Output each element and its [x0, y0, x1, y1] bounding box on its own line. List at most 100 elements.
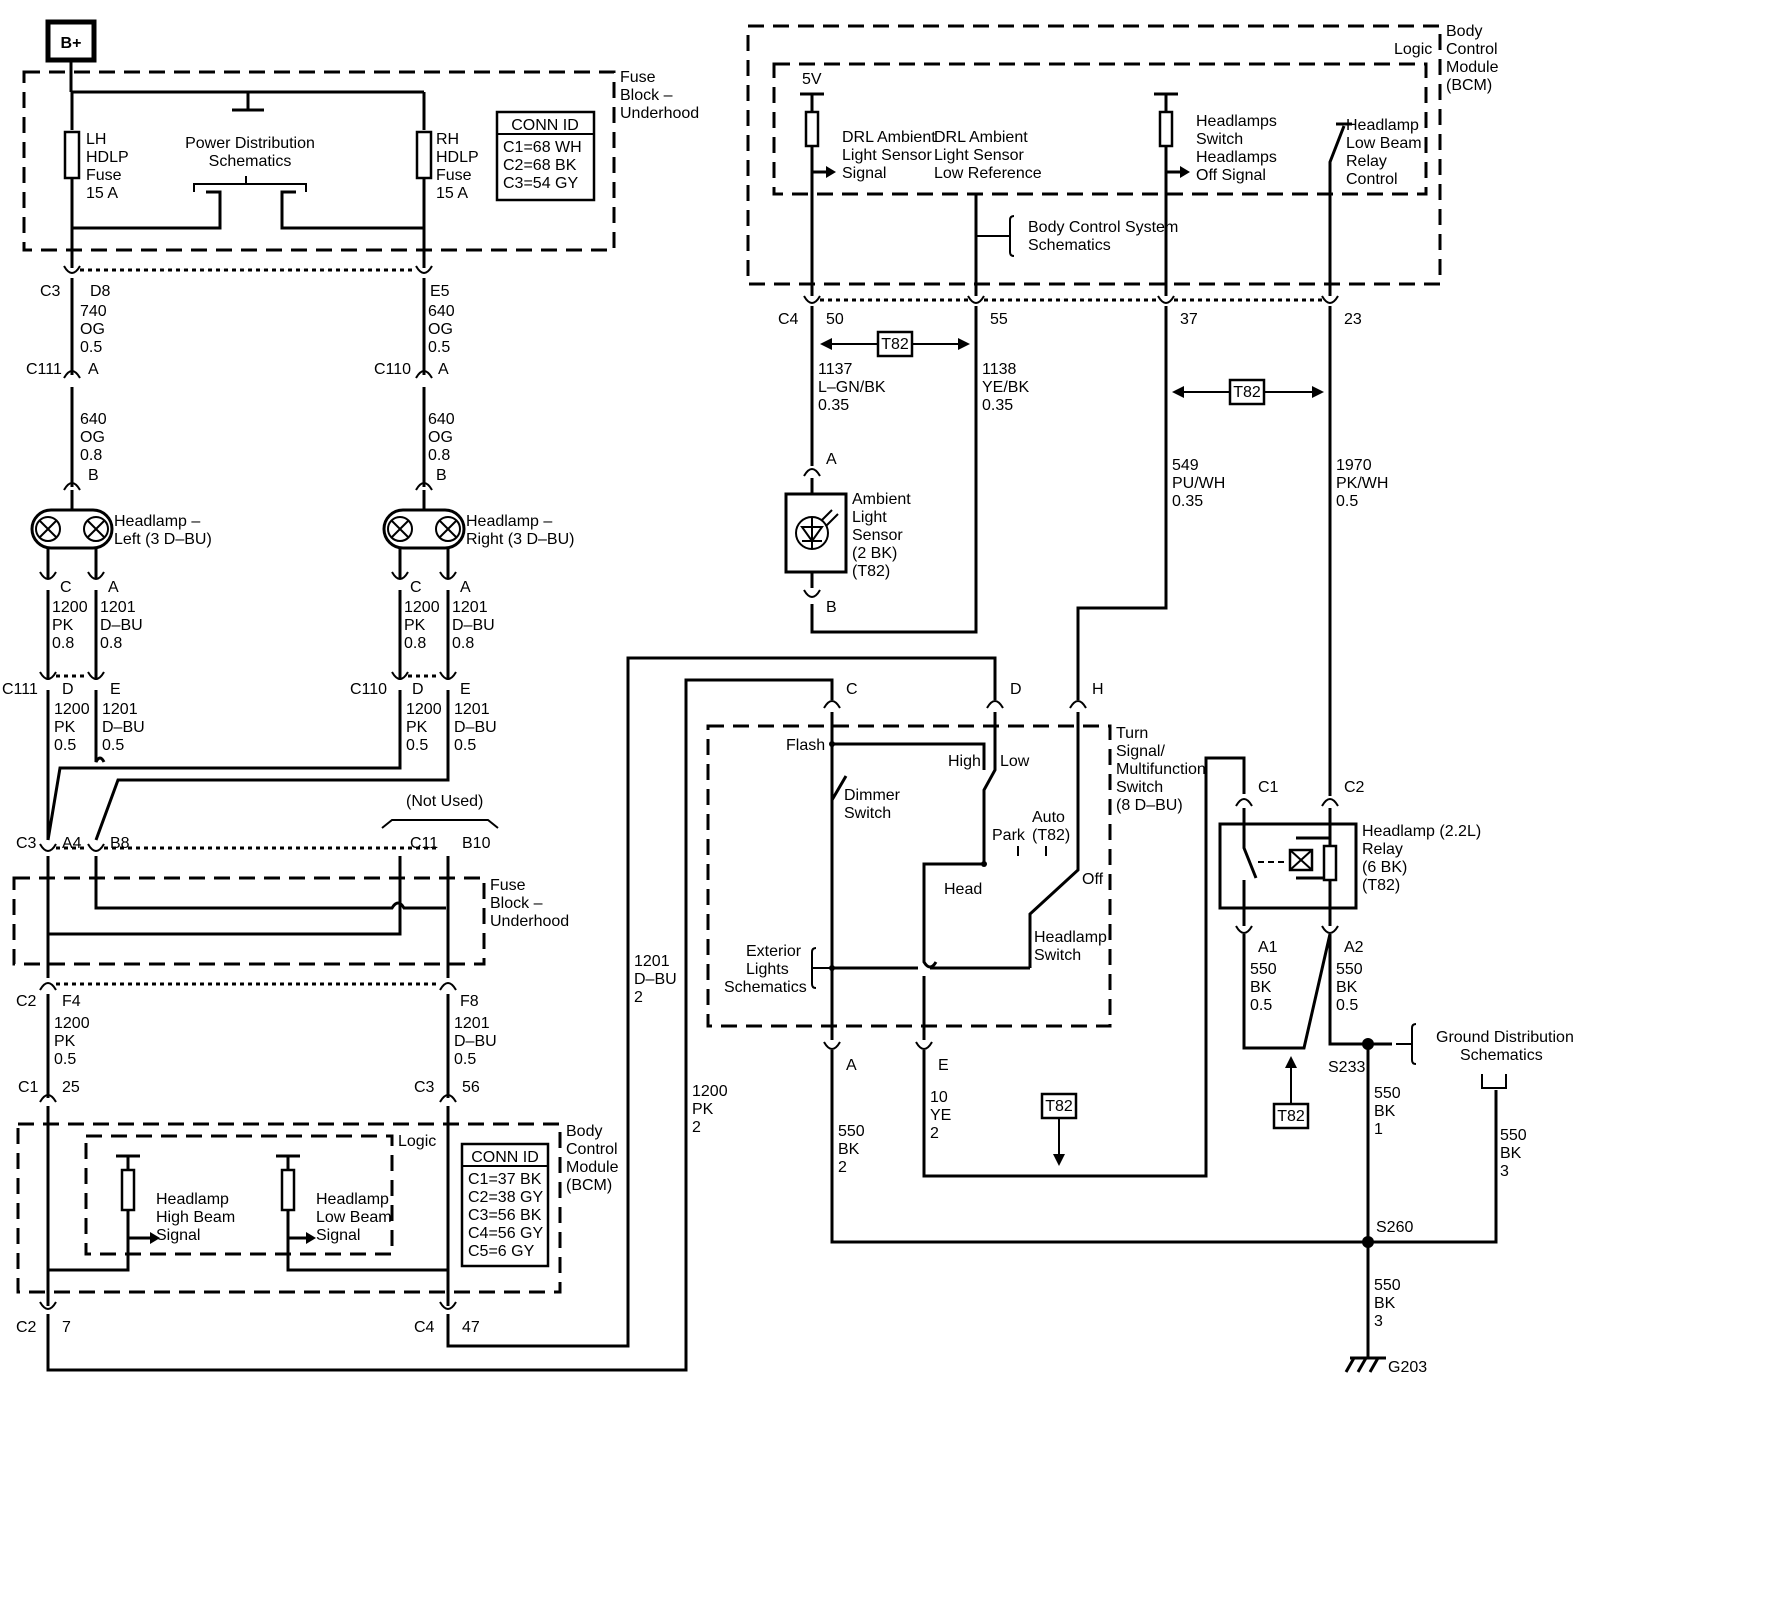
bplus-label: B+ [61, 35, 82, 52]
diagram-text: 1137 [818, 361, 853, 378]
diagram-text: DRL Ambient [842, 129, 936, 146]
c111b-label: C111 [2, 681, 38, 698]
switch-pin-e: E [938, 1057, 949, 1074]
ambient-pin-b: B [826, 599, 837, 616]
diagram-text: 549 [1172, 457, 1199, 474]
diagram-text: 0.5 [102, 737, 124, 754]
diagram-text: Headlamp [316, 1191, 389, 1208]
left-pin-c: C [60, 579, 72, 596]
diagram-text: Switch [1116, 779, 1163, 796]
relay-ground-wires [1242, 933, 1368, 1050]
bcm-left-logic-label: Logic [398, 1133, 436, 1150]
dimmer-switch-contacts [829, 712, 997, 864]
left-wire-1200b-label: 1200 PK 0.5 [54, 701, 90, 754]
diagram-text: Left (3 D–BU) [114, 531, 212, 548]
bcm-left-label: Body Control Module (BCM) [566, 1123, 619, 1194]
pin-55-label: 55 [990, 311, 1008, 328]
wire-549 [1076, 306, 1168, 700]
c110b-label: C110 [350, 681, 387, 698]
diagram-text: Body Control System [1028, 219, 1178, 236]
right-wire-1201b-label: 1201 D–BU 0.5 [454, 701, 497, 754]
diagram-text: BK [838, 1141, 860, 1158]
diagram-text: RH [436, 131, 459, 148]
power-distribution-brace [193, 176, 307, 192]
not-used-label: (Not Used) [406, 793, 483, 810]
right-pin-b: B [436, 467, 447, 484]
splice-s260 [1362, 1236, 1374, 1358]
diagram-text: OG [80, 321, 105, 338]
g203-label: G203 [1388, 1359, 1427, 1376]
diagram-text: 1200 [406, 701, 442, 718]
low-beam-signal-circuit [276, 1106, 450, 1306]
ambient-light-sensor-label: Ambient Light Sensor (2 BK) (T82) [852, 491, 911, 580]
c3-label: C3 [40, 283, 61, 300]
bplus-bus [70, 90, 426, 130]
diagram-text: C5=6 GY [468, 1243, 535, 1260]
diagram-text: Headlamp [156, 1191, 229, 1208]
diagram-text: Low Reference [934, 165, 1042, 182]
wire-1200-long-label: 1200 PK 2 [692, 1083, 728, 1136]
diagram-text: Body [1446, 23, 1482, 40]
headlamp-cross-wires [46, 690, 450, 841]
diagram-text: C1=68 WH [503, 139, 582, 156]
diagram-text: C2=68 BK [503, 157, 577, 174]
diagram-text: Headlamp (2.2L) [1362, 823, 1481, 840]
headlamp-switch-contacts [829, 712, 1080, 1040]
diagram-text: 640 [428, 411, 455, 428]
headlamps-off-label: Headlamps Switch Headlamps Off Signal [1196, 113, 1277, 184]
diagram-text: L–GN/BK [818, 379, 886, 396]
diagram-text: 1200 [54, 1015, 90, 1032]
diagram-text: Multifunction [1116, 761, 1206, 778]
bcm-right-logic-label: Logic [1394, 41, 1432, 58]
diagram-text: Signal [156, 1227, 200, 1244]
fb-b8-label: B8 [110, 835, 130, 852]
d8-label: D8 [90, 283, 111, 300]
auto-label: Auto (T82) [1032, 809, 1070, 844]
switch-pin-a: A [846, 1057, 857, 1074]
left-wire-1201-label: 1201 D–BU 0.8 [100, 599, 143, 652]
diagram-text: C3=54 GY [503, 175, 578, 192]
headlamp-relay-label: Headlamp (2.2L) Relay (6 BK) (T82) [1362, 823, 1481, 894]
left-headlamp-label: Headlamp – Left (3 D–BU) [114, 513, 212, 548]
5v-label: 5V [802, 71, 822, 88]
t82-arrow-relay: T82 [1272, 1056, 1310, 1130]
headlamp-switch-label: Headlamp Switch [1034, 929, 1107, 964]
left-pin-a2: A [108, 579, 119, 596]
drl-signal-circuit [800, 92, 836, 296]
t82-arrow-top-left: T82 [820, 330, 970, 358]
diagram-text: 1201 [454, 1015, 490, 1032]
s233-label: S233 [1328, 1059, 1365, 1076]
diagram-text: 0.5 [1336, 493, 1358, 510]
diagram-text: 550 [838, 1123, 865, 1140]
diagram-text: Fuse [620, 69, 656, 86]
fb-c2-label: C2 [16, 993, 37, 1010]
battery-positive-box: B+ [45, 19, 97, 63]
high-label: High [948, 753, 981, 770]
diagram-text: Fuse [436, 167, 472, 184]
right-wire-1200b-label: 1200 PK 0.5 [406, 701, 442, 754]
diagram-text: Ambient [852, 491, 911, 508]
head-label: Head [944, 881, 982, 898]
diagram-text: YE/BK [982, 379, 1029, 396]
diagram-text: D–BU [454, 1033, 497, 1050]
diagram-text: PK [54, 1033, 76, 1050]
diagram-text: 1200 [52, 599, 88, 616]
low-beam-relay-control-label: Headlamp Low Beam Relay Control [1346, 117, 1422, 188]
drl-signal-label: DRL Ambient Light Sensor Signal [842, 129, 936, 182]
diagram-text: 0.5 [54, 1051, 76, 1068]
relay-wire-550a-label: 550 BK 0.5 [1250, 961, 1277, 1014]
diagram-text: Control [566, 1141, 618, 1158]
diagram-text: Schematics [209, 153, 292, 170]
connector-symbols-middle [39, 571, 457, 680]
c111-label: C111 [26, 361, 62, 378]
bcm-p56-label: 56 [462, 1079, 480, 1096]
diagram-text: Underhood [620, 105, 699, 122]
diagram-text: 1200 [54, 701, 90, 718]
diagram-text: D–BU [102, 719, 145, 736]
diagram-text: Control [1346, 171, 1398, 188]
diagram-text: 0.5 [406, 737, 428, 754]
low-beam-relay-control-switch [1328, 122, 1352, 296]
diagram-text: LH [86, 131, 106, 148]
low-beam-signal-label: Headlamp Low Beam Signal [316, 1191, 392, 1244]
left-pin-d: D [62, 681, 74, 698]
